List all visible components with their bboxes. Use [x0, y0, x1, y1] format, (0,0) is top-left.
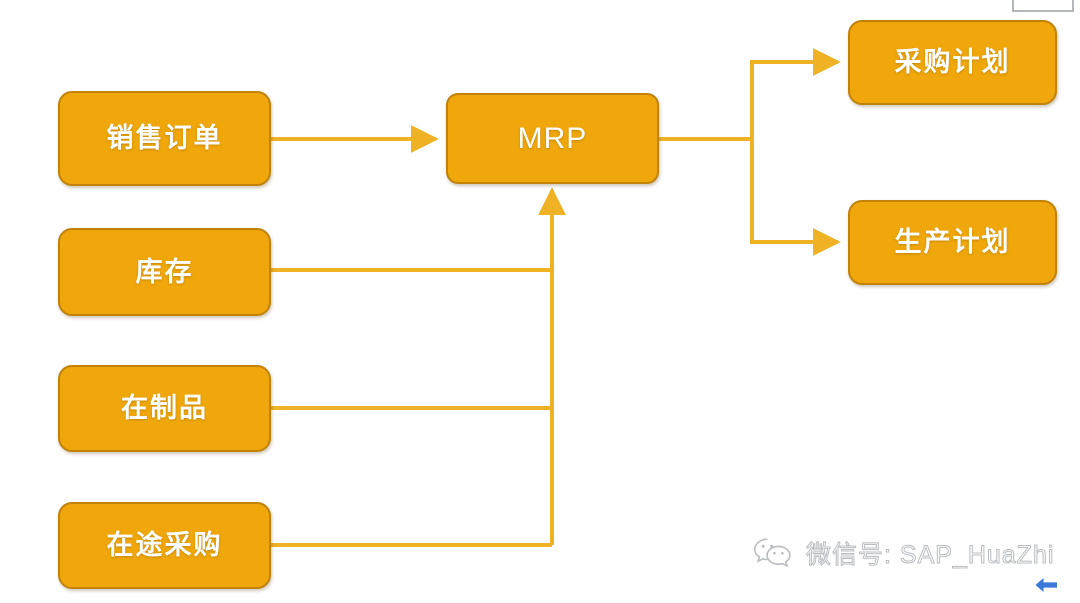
node-in-transit-purchasing-label: 在途采购 — [106, 530, 223, 560]
watermark-text: 微信号: SAP_HuaZhi — [805, 541, 1055, 570]
wechat-icon — [753, 538, 791, 568]
node-sales-order[interactable]: 销售订单 — [58, 91, 271, 186]
arrow-left-icon[interactable] — [1033, 575, 1059, 595]
node-purchase-plan[interactable]: 采购计划 — [848, 20, 1057, 105]
edge-mrp-to-production-plan — [750, 139, 841, 256]
node-in-transit-purchasing[interactable]: 在途采购 — [58, 502, 271, 589]
watermark: 微信号: SAP_HuaZhi — [752, 535, 1054, 571]
node-mrp[interactable]: MRP — [446, 93, 659, 184]
node-purchase-plan-label: 采购计划 — [894, 47, 1011, 77]
node-mrp-label: MRP — [517, 121, 588, 155]
node-work-in-process[interactable]: 在制品 — [58, 365, 271, 452]
corner-frame-artifact — [1012, 0, 1074, 12]
node-work-in-process-label: 在制品 — [121, 393, 208, 423]
node-production-plan-label: 生产计划 — [894, 227, 1011, 257]
node-sales-order-label: 销售订单 — [106, 123, 223, 153]
node-inventory-label: 库存 — [135, 256, 194, 287]
edge-mrp-to-purchase-plan — [750, 48, 841, 139]
node-inventory[interactable]: 库存 — [58, 228, 271, 316]
node-production-plan[interactable]: 生产计划 — [848, 200, 1057, 285]
